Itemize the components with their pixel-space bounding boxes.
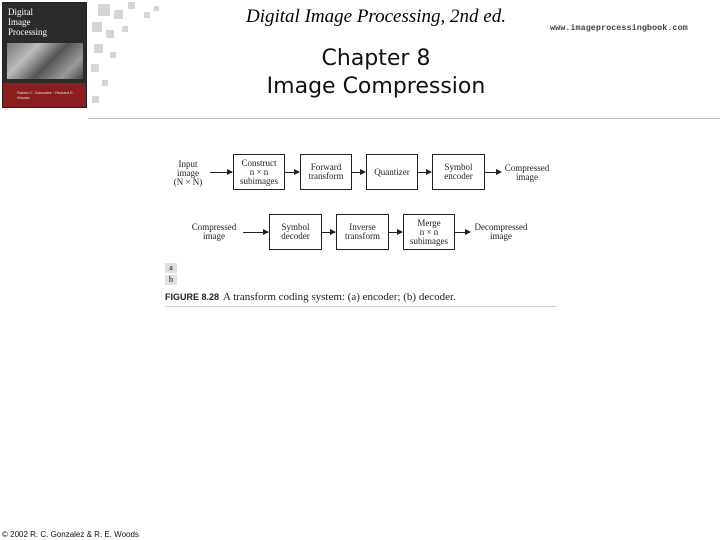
- chapter-name: Image Compression: [266, 74, 486, 99]
- construct-subimages-block: Construct n × n subimages: [233, 154, 285, 190]
- flow-arrow: [455, 229, 471, 235]
- flow-arrow: [389, 229, 403, 235]
- cover-illustration: [7, 43, 83, 79]
- flow-arrow: [243, 229, 269, 235]
- chapter-title: Chapter 8 Image Compression: [160, 45, 592, 101]
- cover-title-line: Digital: [8, 7, 33, 17]
- merge-subimages-block: Merge n × n subimages: [403, 214, 455, 250]
- caption-divider: [165, 306, 557, 307]
- flow-arrow: [285, 169, 300, 175]
- cover-band: [3, 83, 86, 107]
- subfigure-label-a: a: [165, 263, 177, 273]
- inverse-transform-block: Inverse transform: [336, 214, 389, 250]
- decoder-input-label: Compressed image: [191, 222, 237, 241]
- quantizer-block: Quantizer: [366, 154, 418, 190]
- cover-title: Digital Image Processing: [8, 7, 68, 37]
- book-cover-image: Digital Image Processing Rafael C. Gonza…: [2, 2, 87, 108]
- encoder-input-label: Input image (N × N): [173, 159, 203, 187]
- flow-arrow: [418, 169, 432, 175]
- figure-number: FIGURE 8.28: [165, 292, 220, 302]
- cover-title-line: Processing: [8, 27, 47, 37]
- forward-transform-block: Forward transform: [300, 154, 352, 190]
- symbol-decoder-block: Symbol decoder: [269, 214, 322, 250]
- copyright-notice: © 2002 R. C. Gonzalez & R. E. Woods: [2, 530, 139, 539]
- decoder-output-label: Decompressed image: [474, 222, 528, 241]
- header-divider: [88, 118, 720, 119]
- decorative-mosaic: [88, 0, 218, 118]
- subfigure-label-b: b: [165, 275, 177, 285]
- book-title: Digital Image Processing, 2nd ed.: [246, 6, 506, 27]
- cover-title-line: Image: [8, 17, 31, 27]
- website-url: www.imageprocessingbook.com: [550, 23, 688, 33]
- flow-arrow: [210, 169, 233, 175]
- cover-authors: Rafael C. Gonzalez · Richard E. Woods: [17, 90, 74, 100]
- flow-arrow: [322, 229, 336, 235]
- chapter-number: Chapter 8: [321, 46, 431, 71]
- flow-arrow: [485, 169, 502, 175]
- symbol-encoder-block: Symbol encoder: [432, 154, 485, 190]
- flow-arrow: [352, 169, 366, 175]
- encoder-output-label: Compressed image: [504, 163, 550, 182]
- figure-caption-text: A transform coding system: (a) encoder; …: [223, 291, 456, 303]
